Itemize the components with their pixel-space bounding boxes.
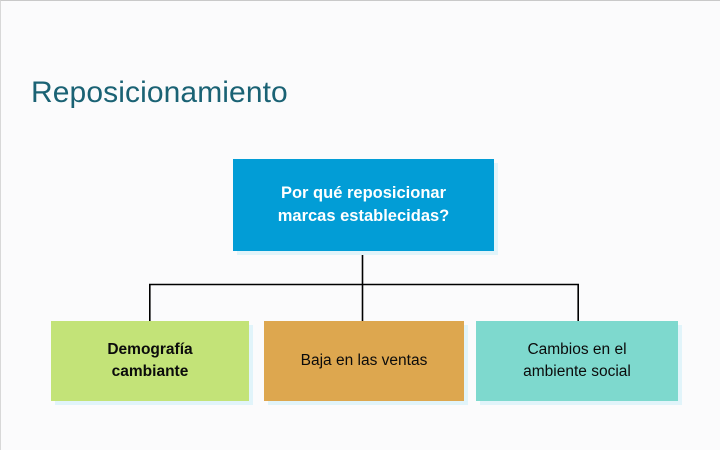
node-fill	[476, 321, 678, 401]
node-root-label: Por qué reposicionar marcas establecidas?	[270, 182, 458, 228]
node-cambios-ambiente-social[interactable]: Cambios en el ambiente social	[476, 321, 682, 405]
node-demografia-label: Demografía cambiante	[99, 339, 200, 383]
node-root-question[interactable]: Por qué reposicionar marcas establecidas?	[233, 159, 498, 255]
node-ambiente-label: Cambios en el ambiente social	[515, 339, 639, 383]
node-demografia-label-line1: Demografía	[107, 341, 193, 358]
node-fill	[51, 321, 249, 401]
node-baja-en-las-ventas[interactable]: Baja en las ventas	[264, 321, 468, 405]
node-demografia-label-line2: cambiante	[111, 363, 189, 380]
node-root-label-line1: Por qué reposicionar	[280, 184, 447, 202]
node-demografia-cambiante[interactable]: Demografía cambiante	[51, 321, 253, 405]
node-fill	[233, 159, 494, 251]
page-title: Reposicionamiento	[31, 76, 288, 109]
node-root-label-line2: marcas establecidas?	[277, 207, 450, 225]
node-ventas-label: Baja en las ventas	[293, 350, 436, 372]
node-fill	[264, 321, 464, 401]
node-ambiente-label-line1: Cambios en el	[527, 341, 627, 358]
node-ventas-label-line1: Baja en las ventas	[300, 352, 428, 369]
node-ambiente-label-line2: ambiente social	[523, 363, 631, 380]
